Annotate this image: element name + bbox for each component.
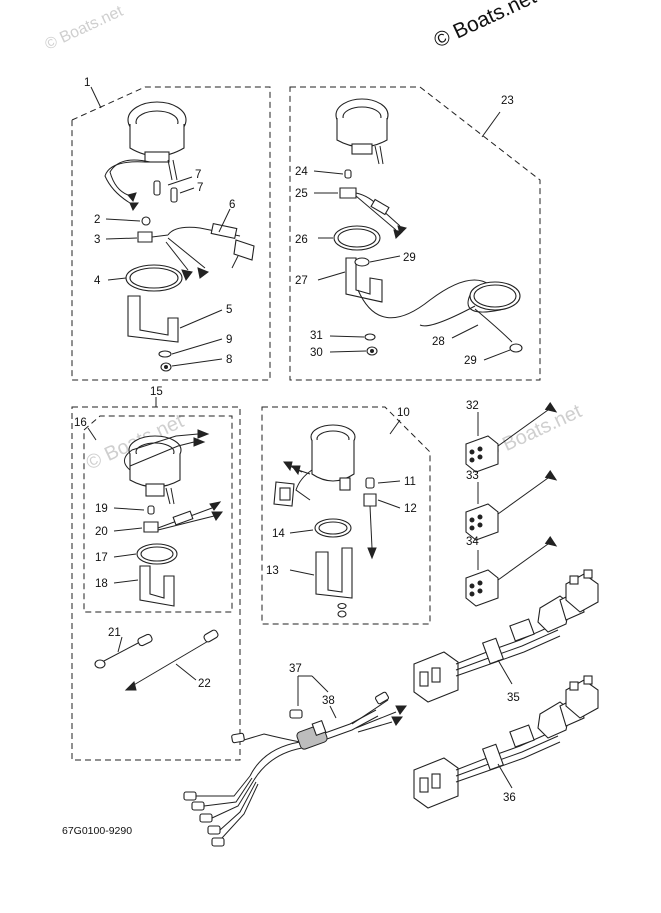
callout-30: 30 [310,347,323,359]
callout-19: 19 [95,503,108,515]
callout-33: 33 [466,470,479,482]
callout-22: 22 [198,678,211,690]
callout-16: 16 [74,417,87,429]
group-10-fuel-meter-kit [261,406,431,625]
callout-37: 37 [289,663,302,675]
connector-33 [465,469,558,541]
connector-32 [465,401,558,473]
callout-13: 13 [266,565,279,577]
callout-24: 24 [295,166,308,178]
callout-32: 32 [466,400,479,412]
watermark-top-left: © Boats.net [43,3,127,54]
callout-36: 36 [503,792,516,804]
harness-35 [413,569,599,703]
callout-26: 26 [295,234,308,246]
callout-5: 5 [226,304,232,316]
callout-14: 14 [272,528,285,540]
group-1-tachometer-kit [71,86,271,381]
callout-28: 28 [432,336,445,348]
callout-6: 6 [229,199,235,211]
group-15-trim-meter-kit [71,397,241,761]
callout-2: 2 [94,214,100,226]
callout-1: 1 [84,77,90,89]
callout-29a: 29 [403,252,416,264]
callout-21: 21 [108,627,121,639]
callout-27: 27 [295,275,308,287]
callout-23: 23 [501,95,514,107]
callout-34: 34 [466,536,479,548]
connector-34 [465,535,558,607]
callout-20: 20 [95,526,108,538]
callout-3: 3 [94,234,100,246]
callout-25: 25 [295,188,308,200]
callout-15: 15 [150,386,163,398]
callout-7a: 7 [195,169,201,181]
callout-38: 38 [322,695,335,707]
group-23-speedometer-kit [289,86,541,381]
harness-38 [183,675,407,847]
callout-11: 11 [404,476,416,488]
harness-36 [413,675,599,809]
callout-17: 17 [95,552,108,564]
callout-31: 31 [310,330,323,342]
diagram-code: 67G0100-9290 [62,825,132,837]
callout-29b: 29 [464,355,477,367]
watermark-top-right: © Boats.net [430,0,540,53]
callout-8: 8 [226,354,232,366]
callout-7b: 7 [197,182,203,194]
callout-18: 18 [95,578,108,590]
callout-10: 10 [397,407,410,419]
callout-9: 9 [226,334,232,346]
callout-35: 35 [507,692,520,704]
callout-4: 4 [94,275,101,287]
callout-12: 12 [404,503,417,515]
